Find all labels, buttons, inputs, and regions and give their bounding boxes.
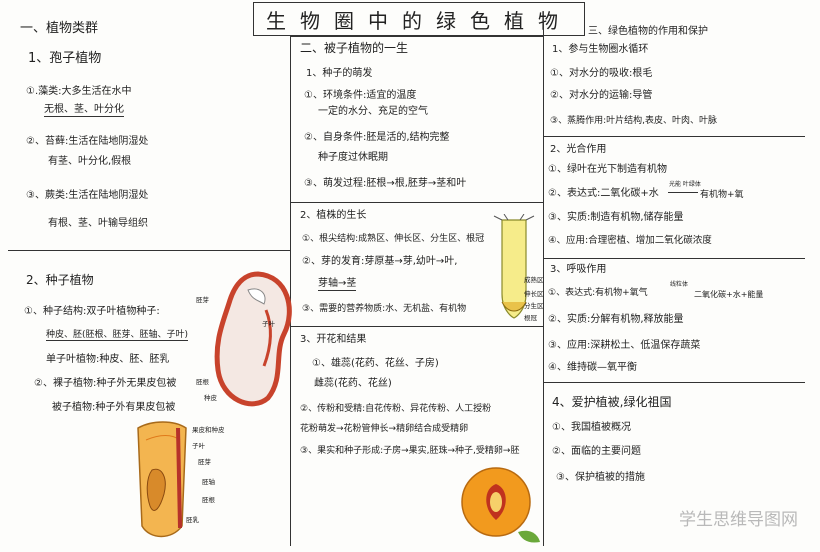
c3-water-heading: 1、参与生物圈水循环 xyxy=(552,44,649,55)
c2-fruit-formation: ③、果实和种子形成:子房→果实,胚珠→种子,受精卵→胚 xyxy=(300,446,520,456)
watermark: 学生思维导图网 xyxy=(679,510,798,530)
c3-resp-formula: ①、表达式:有机物+氧气 xyxy=(548,288,648,298)
corn-label-pericarp: 果皮和种皮 xyxy=(192,426,225,434)
c2-env-conditions-2: 一定的水分、充足的空气 xyxy=(318,106,428,117)
bean-seed-drawing xyxy=(214,271,292,407)
divider-c2-c xyxy=(290,326,543,327)
bean-label-seedcoat: 种皮 xyxy=(204,394,217,402)
c2-flower-heading: 3、开花和结果 xyxy=(300,334,367,345)
c1-angiosperm: 被子植物:种子外有果皮包被 xyxy=(52,402,176,413)
c1-spore-heading: 1、孢子植物 xyxy=(28,51,102,66)
c2-fertilization: 花粉萌发→花粉管伸长→精卵结合成受精卵 xyxy=(300,424,469,434)
c2-stamen: ①、雄蕊(花药、花丝、子房) xyxy=(312,358,439,369)
divider-c1-sections xyxy=(8,250,290,251)
c2-dormancy: 种子度过休眠期 xyxy=(318,152,388,163)
root-label-maturation: 成熟区 xyxy=(524,276,544,284)
c3-photo-formula: ②、表达式:二氧化碳+水 xyxy=(548,188,659,199)
c3-resp-apply: ③、应用:深耕松土、低温保存蔬菜 xyxy=(548,340,701,351)
root-label-elongation: 伸长区 xyxy=(524,290,544,298)
c2-bud: ②、芽的发育:芽原基→芽,幼叶→叶, xyxy=(302,256,458,267)
corn-label-hypocotyl: 胚轴 xyxy=(202,478,215,486)
divider-c3-c xyxy=(543,382,805,383)
c3-protect-heading: 4、爱护植被,绿化祖国 xyxy=(552,395,672,409)
c2-bud-axis: 芽轴→茎 xyxy=(318,278,357,291)
c1-monocot: 单子叶植物:种皮、胚、胚乳 xyxy=(46,354,170,365)
c3-resp-heading: 3、呼吸作用 xyxy=(550,264,607,275)
c3-protect-2: ②、面临的主要问题 xyxy=(552,446,641,457)
c1-moss: ②、苔藓:生活在陆地阴湿处 xyxy=(26,136,149,147)
page-title: 生物圈中的绿色植物 xyxy=(253,2,585,36)
c2-env-conditions: ①、环境条件:适宜的温度 xyxy=(304,90,417,101)
root-label-meristem: 分生区 xyxy=(524,302,544,310)
c2-growth-heading: 2、植株的生长 xyxy=(300,210,367,221)
corn-label-endosperm: 胚乳 xyxy=(186,516,199,524)
c3-heading: 三、绿色植物的作用和保护 xyxy=(588,26,708,37)
c1-algae: ①.藻类:大多生活在水中 xyxy=(26,86,132,97)
c3-photo-condition: 光能 叶绿体 xyxy=(669,181,701,188)
corn-label-cotyledon: 子叶 xyxy=(192,442,205,450)
divider-c2-b xyxy=(290,202,543,203)
bean-label-radicle: 胚根 xyxy=(196,378,209,386)
c3-photo-1: ①、绿叶在光下制造有机物 xyxy=(548,164,667,175)
bean-label-cotyledon: 子叶 xyxy=(262,320,275,328)
c3-photo-arrow xyxy=(668,192,698,193)
c3-photo-essence: ③、实质:制造有机物,储存能量 xyxy=(548,212,684,223)
c3-resp-essence: ②、实质:分解有机物,释放能量 xyxy=(548,314,684,325)
c1-dicot: 种皮、胚(胚根、胚芽、胚轴、子叶) xyxy=(46,330,189,342)
c3-photo-apply: ④、应用:合理密植、增加二氧化碳浓度 xyxy=(548,235,712,246)
root-tip-drawing xyxy=(493,214,535,319)
divider-c2-a xyxy=(290,36,543,37)
corn-label-plumule: 胚芽 xyxy=(198,458,211,466)
corn-label-radicle: 胚根 xyxy=(202,496,215,504)
c2-germination-heading: 1、种子的萌发 xyxy=(306,68,373,79)
c3-carbon-oxygen: ④、维持碳—氧平衡 xyxy=(548,362,637,373)
corn-kernel-drawing xyxy=(137,421,187,538)
c3-resp-product: 二氧化碳+水+能量 xyxy=(694,290,764,299)
root-label-cap: 根冠 xyxy=(524,314,537,322)
c3-protect-1: ①、我国植被概况 xyxy=(552,422,631,433)
c3-resp-condition: 线粒体 xyxy=(670,281,689,288)
c1-gymnosperm: ②、裸子植物:种子外无果皮包被 xyxy=(34,378,177,389)
c2-pistil: 雌蕊(花药、花丝) xyxy=(314,378,392,389)
c2-pollination: ②、传粉和受精:自花传粉、异花传粉、人工授粉 xyxy=(300,404,492,414)
c1-fern-desc: 有根、茎、叶输导组织 xyxy=(48,218,148,229)
c3-water-absorb: ①、对水分的吸收:根毛 xyxy=(550,68,653,79)
c3-water-transport: ②、对水分的运输:导管 xyxy=(550,90,653,101)
bean-label-plumule: 胚芽 xyxy=(196,296,209,304)
c2-root-tip: ①、根尖结构:成熟区、伸长区、分生区、根冠 xyxy=(302,234,485,244)
c1-fern: ③、蕨类:生活在陆地阴湿处 xyxy=(26,190,149,201)
c3-protect-3: ③、保护植被的措施 xyxy=(556,472,645,483)
divider-c2-c3 xyxy=(543,20,544,546)
c1-heading: 一、植物类群 xyxy=(20,21,99,36)
divider-c1-c2 xyxy=(290,36,291,546)
c1-moss-desc: 有茎、叶分化,假根 xyxy=(48,156,132,167)
c2-self-conditions: ②、自身条件:胚是活的,结构完整 xyxy=(304,132,450,143)
divider-c3-a xyxy=(543,136,805,137)
c3-photo-heading: 2、光合作用 xyxy=(550,144,607,155)
c2-heading: 二、被子植物的一生 xyxy=(300,41,409,55)
peach-drawing xyxy=(461,467,540,543)
c3-transpiration: ③、蒸腾作用:叶片结构,表皮、叶肉、叶脉 xyxy=(550,116,717,126)
divider-c3-b xyxy=(543,258,805,259)
c1-seed-structure: ①、种子结构:双子叶植物种子: xyxy=(24,306,160,317)
c2-germination-process: ③、萌发过程:胚根→根,胚芽→茎和叶 xyxy=(304,178,467,189)
c3-photo-product: 有机物+氧 xyxy=(700,190,744,200)
c1-algae-desc: 无根、茎、叶分化 xyxy=(44,104,124,117)
c1-seed-heading: 2、种子植物 xyxy=(26,273,94,287)
c2-nutrients: ③、需要的营养物质:水、无机盐、有机物 xyxy=(302,304,467,314)
